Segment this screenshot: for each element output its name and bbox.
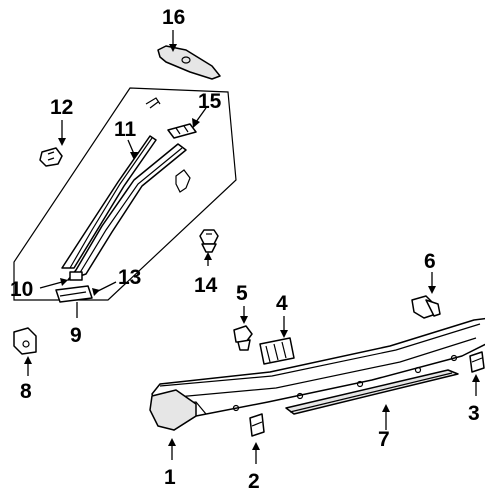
arrow-6 — [428, 286, 436, 294]
arrow-4 — [280, 330, 288, 338]
arrow-15 — [192, 118, 200, 128]
callout-10: 10 — [10, 278, 33, 301]
arrow-12 — [58, 138, 66, 146]
arrow-7 — [382, 404, 390, 412]
arrow-10 — [60, 278, 68, 286]
callout-7: 7 — [378, 428, 390, 451]
callout-15: 15 — [198, 90, 222, 113]
callout-4: 4 — [276, 292, 288, 315]
arrow-3 — [472, 374, 480, 382]
arrow-2 — [252, 442, 260, 450]
callout-3: 3 — [468, 402, 480, 425]
callout-16: 16 — [162, 6, 185, 29]
clip-bracket-icon — [175, 169, 191, 193]
callout-14: 14 — [194, 274, 218, 297]
part-6-push-clip — [411, 295, 441, 319]
part-11-pillar-trim — [61, 135, 157, 269]
part-5-clip — [233, 325, 253, 351]
callout-13: 13 — [118, 266, 141, 289]
leader-10 — [39, 281, 63, 289]
arrow-1 — [168, 438, 176, 446]
part-4-bracket — [259, 337, 295, 365]
callout-1: 1 — [164, 466, 176, 489]
arrow-5 — [240, 316, 248, 324]
part-14-push-clip — [199, 229, 219, 253]
part-3-clip — [469, 351, 485, 373]
leader-15 — [195, 107, 207, 123]
callout-2: 2 — [248, 470, 260, 493]
callout-8: 8 — [20, 380, 32, 403]
part-13-pad — [55, 285, 93, 303]
arrow-13 — [92, 288, 100, 296]
part-9-assembly-frame — [13, 87, 237, 301]
callout-5: 5 — [236, 282, 248, 305]
part-10-pad — [69, 271, 83, 281]
part-1-rocker-panel — [149, 317, 485, 431]
arrow-8 — [24, 356, 32, 364]
part-16-trim-cap — [157, 45, 221, 80]
arrow-11 — [130, 152, 138, 160]
callout-12: 12 — [50, 96, 73, 119]
arrow-16 — [169, 44, 177, 52]
part-8-bracket — [13, 327, 37, 355]
leader-11 — [127, 139, 135, 155]
pillar-garnish — [67, 143, 187, 281]
small-clip-icon — [145, 97, 161, 109]
callout-11: 11 — [114, 118, 137, 141]
part-15-clip-plate — [167, 123, 197, 139]
part-12-clip — [39, 147, 63, 167]
callout-9: 9 — [70, 324, 82, 347]
part-7-moulding — [285, 369, 459, 415]
callout-6: 6 — [424, 250, 436, 273]
arrow-14 — [204, 252, 212, 260]
part-2-clip — [249, 413, 265, 437]
